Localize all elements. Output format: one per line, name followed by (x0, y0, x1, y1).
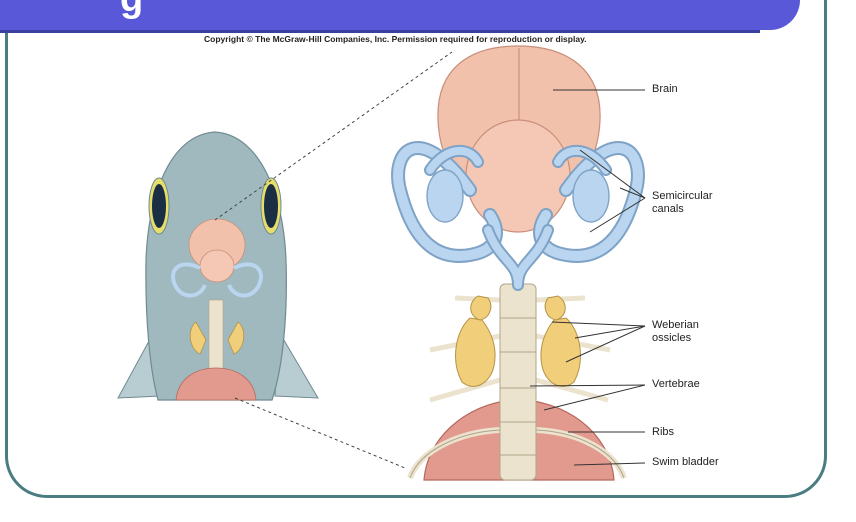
weberian-ossicle-upper-left (470, 295, 492, 321)
copyright-notice: Copyright © The McGraw-Hill Companies, I… (204, 34, 587, 44)
title-underline (0, 30, 760, 33)
leader-vertebrae-a (529, 384, 646, 387)
fish-ossicles-small (189, 321, 245, 355)
rib-right-outline (535, 429, 625, 479)
leader-vertebrae-b (543, 384, 646, 411)
canal-left-inner-fill (426, 146, 482, 174)
label-vertebrae: Vertebrae (652, 378, 700, 390)
label-semicircular-line1: Semicircular (652, 190, 713, 202)
zoom-line-bottom (234, 397, 406, 469)
leader-lines (529, 89, 646, 466)
leader-canals-c (589, 197, 646, 233)
slide-title: g (120, 0, 143, 21)
fish-canals-left-small (171, 262, 207, 298)
leader-weberian-c (565, 325, 646, 363)
fish-brain-lower-small (199, 249, 235, 283)
utricle-left (426, 169, 464, 223)
fish-swim-bladder-small (175, 367, 257, 401)
weberian-ossicle-right (540, 317, 581, 387)
slide-title-bar: g (0, 0, 800, 30)
leader-swim-bladder (573, 462, 646, 466)
semicircular-canals (391, 141, 645, 291)
label-semicircular-line2: canals (652, 203, 684, 215)
enlarged-illustration (391, 45, 645, 481)
label-weberian-ossicles: Weberian ossicles (652, 319, 699, 345)
leader-weberian-b (574, 325, 646, 339)
leader-weberian-a (551, 321, 646, 327)
utricle-right (572, 169, 610, 223)
weberian-ossicle-left (455, 317, 496, 387)
label-weberian-line2: ossicles (652, 332, 692, 344)
leader-canals-b (619, 187, 646, 199)
label-ribs: Ribs (652, 426, 675, 438)
label-weberian-line1: Weberian (652, 319, 699, 331)
fish-head-illustration (117, 131, 319, 401)
slide-frame (5, 0, 827, 498)
brain-cerebellum (465, 119, 571, 233)
label-semicircular-canals: Semicircular canals (652, 190, 713, 216)
weberian-ossicle-upper-right (544, 295, 566, 321)
label-brain: Brain (652, 83, 678, 95)
fish-pupil-right (264, 184, 278, 228)
leader-canals-a (579, 149, 646, 199)
fish-canals-right-small (227, 262, 263, 298)
canal-right-inner-fill (554, 146, 610, 174)
fish-pupil-left (152, 184, 166, 228)
zoom-line-top (214, 51, 453, 221)
vertebral-column (499, 283, 537, 481)
label-swim-bladder: Swim bladder (652, 456, 719, 468)
rib-left-outline (409, 429, 501, 479)
canal-connector-fill (484, 226, 552, 289)
